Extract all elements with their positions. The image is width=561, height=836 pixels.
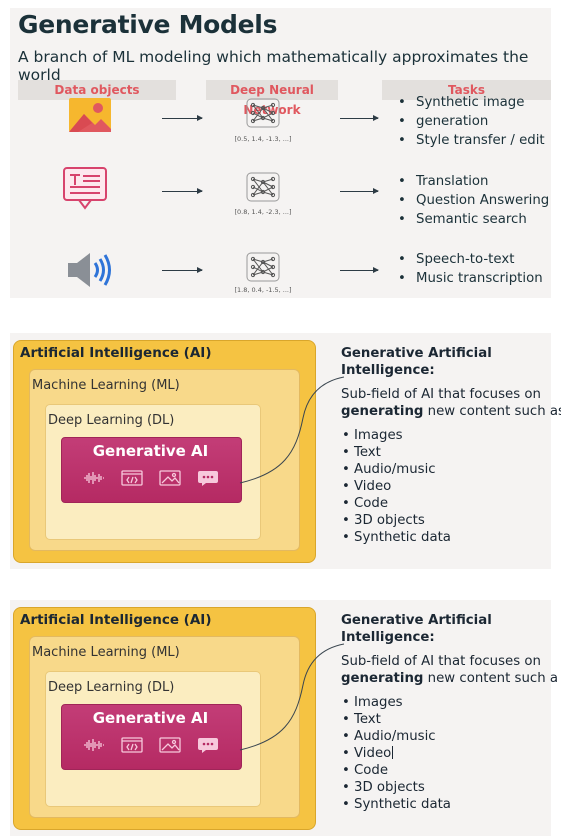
task-item: Style transfer / edit bbox=[394, 131, 545, 150]
speaker-icon bbox=[66, 250, 114, 294]
task-item: Speech-to-text bbox=[394, 250, 543, 269]
task-item: Music transcription bbox=[394, 269, 543, 288]
arrow-1b bbox=[340, 115, 379, 121]
dl-label: Deep Learning (DL) bbox=[48, 680, 175, 695]
waveform-icon bbox=[83, 737, 105, 757]
picture-icon bbox=[158, 737, 181, 757]
desc-line2: generating new content such a bbox=[341, 670, 561, 687]
desc-line2: generating new content such as: bbox=[341, 403, 561, 420]
genai-heading-line1: Generative Artificial bbox=[341, 613, 492, 628]
arrow-2a bbox=[162, 188, 203, 194]
vector-label: [0.5, 1.4, -1.3, ...] bbox=[234, 135, 292, 143]
task-item: Question Answering bbox=[394, 191, 549, 210]
task-list-2: Translation Question Answering Semantic … bbox=[394, 172, 549, 229]
dl-label: Deep Learning (DL) bbox=[48, 413, 175, 428]
desc-line1: Sub-field of AI that focuses on bbox=[341, 387, 541, 402]
list-item: 3D objects bbox=[341, 779, 451, 796]
genai-label: Generative AI bbox=[92, 442, 209, 460]
content-list[interactable]: Images Text Audio/music Video Code 3D ob… bbox=[341, 694, 451, 813]
task-item: Semantic search bbox=[394, 210, 549, 229]
genai-heading-line2: Intelligence: bbox=[341, 630, 435, 645]
document-chat-icon bbox=[62, 166, 108, 218]
arrow-3b bbox=[340, 267, 379, 273]
text-cursor bbox=[392, 746, 394, 759]
genai-heading: Generative Artificial Intelligence: bbox=[341, 345, 551, 379]
chat-bubble-icon bbox=[197, 737, 219, 757]
task-item: Synthetic image bbox=[394, 93, 545, 112]
desc-bold: generating bbox=[341, 671, 424, 686]
list-item: Text bbox=[341, 711, 451, 728]
neural-network-icon bbox=[246, 98, 280, 132]
genai-venn-panel-top: Artificial Intelligence (AI) Machine Lea… bbox=[10, 333, 561, 569]
waveform-icon bbox=[83, 470, 105, 490]
panel-subtitle: A branch of ML modeling which mathematic… bbox=[18, 48, 529, 84]
genai-layer bbox=[61, 704, 242, 770]
neural-network-icon bbox=[246, 172, 280, 206]
list-item: Synthetic data bbox=[341, 796, 451, 813]
picture-icon bbox=[158, 470, 181, 490]
task-item: Translation bbox=[394, 172, 549, 191]
connector-line bbox=[239, 643, 345, 751]
arrow-1a bbox=[162, 115, 203, 121]
generative-models-panel: Generative Models A branch of ML modelin… bbox=[10, 8, 551, 298]
task-list-1: Synthetic image generation Style transfe… bbox=[394, 93, 545, 150]
code-window-icon bbox=[120, 737, 143, 757]
content-list: Images Text Audio/music Video Code 3D ob… bbox=[341, 427, 451, 546]
desc-line1: Sub-field of AI that focuses on bbox=[341, 654, 541, 669]
code-window-icon bbox=[120, 470, 143, 490]
ai-label: Artificial Intelligence (AI) bbox=[20, 345, 212, 361]
ai-label: Artificial Intelligence (AI) bbox=[20, 612, 212, 628]
genai-heading-line2: Intelligence: bbox=[341, 363, 435, 378]
genai-label: Generative AI bbox=[92, 709, 209, 727]
genai-heading: Generative Artificial Intelligence: bbox=[341, 612, 551, 646]
list-item: Code bbox=[341, 495, 451, 512]
arrow-2b bbox=[340, 188, 379, 194]
genai-layer bbox=[61, 437, 242, 503]
chat-bubble-icon bbox=[197, 470, 219, 490]
list-item: Video bbox=[341, 478, 451, 495]
ml-label: Machine Learning (ML) bbox=[32, 378, 180, 393]
list-item: Code bbox=[341, 762, 451, 779]
genai-description: Sub-field of AI that focuses on generati… bbox=[341, 653, 561, 687]
vector-label: [0.8, 1.4, -2.3, ...] bbox=[234, 208, 292, 216]
genai-venn-panel-bottom: Artificial Intelligence (AI) Machine Lea… bbox=[10, 600, 558, 836]
list-item: Audio/music bbox=[341, 461, 451, 478]
desc-rest: new content such a bbox=[423, 671, 558, 686]
neural-network-icon bbox=[246, 252, 280, 286]
list-item: Images bbox=[341, 427, 451, 444]
list-item: Audio/music bbox=[341, 728, 451, 745]
desc-rest: new content such as: bbox=[423, 404, 561, 419]
header-dnn: Deep Neural Network bbox=[206, 80, 338, 117]
ml-label: Machine Learning (ML) bbox=[32, 645, 180, 660]
task-item: generation bbox=[394, 112, 545, 131]
list-item: Images bbox=[341, 694, 451, 711]
vector-label: [1.8, 0.4, -1.5, ...] bbox=[234, 286, 292, 294]
desc-bold: generating bbox=[341, 404, 424, 419]
connector-line bbox=[239, 376, 345, 484]
list-item: Synthetic data bbox=[341, 529, 451, 546]
genai-heading-line1: Generative Artificial bbox=[341, 346, 492, 361]
arrow-3a bbox=[162, 267, 203, 273]
list-item: Text bbox=[341, 444, 451, 461]
list-item-editing[interactable]: Video bbox=[341, 745, 451, 762]
image-icon bbox=[68, 97, 112, 137]
task-list-3: Speech-to-text Music transcription bbox=[394, 250, 543, 288]
header-data-objects: Data objects bbox=[18, 80, 176, 100]
genai-description: Sub-field of AI that focuses on generati… bbox=[341, 386, 561, 420]
genai-icon-row bbox=[61, 737, 240, 757]
list-item: 3D objects bbox=[341, 512, 451, 529]
panel-title: Generative Models bbox=[18, 10, 278, 39]
list-item-text[interactable]: Video bbox=[354, 746, 392, 761]
genai-icon-row bbox=[61, 470, 240, 490]
